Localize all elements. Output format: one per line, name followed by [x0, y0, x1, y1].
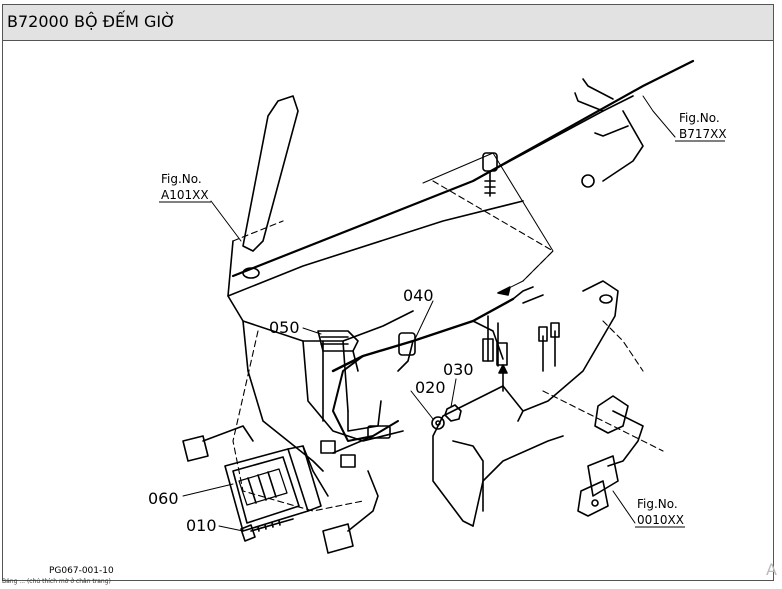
nut-030 — [444, 404, 462, 422]
part-label-060[interactable]: 060 — [148, 489, 179, 508]
washer-020 — [431, 416, 445, 430]
parts-diagram: Fig.No. B717XX Fig.No. A101XX Fig.No. 00… — [49, 59, 727, 576]
footer-note: Bảng ... (chú thích mờ ở chân trang) — [2, 578, 111, 585]
fig-ref-b717[interactable]: Fig.No. B717XX — [675, 111, 727, 142]
svg-text:Fig.No.: Fig.No. — [637, 497, 678, 511]
page-title: B72000 BỘ ĐẾM GIỜ — [7, 12, 176, 31]
screw-010 — [240, 518, 294, 542]
svg-text:B717XX: B717XX — [679, 127, 727, 141]
left-connector — [182, 425, 254, 462]
hour-meter-060 — [224, 445, 329, 532]
dashed-guides — [232, 180, 664, 512]
svg-text:A101XX: A101XX — [161, 188, 209, 202]
part-label-020[interactable]: 020 — [415, 378, 446, 397]
fig-ref-leaders — [210, 95, 676, 524]
diagram-frame: B72000 BỘ ĐẾM GIỜ — [2, 4, 774, 581]
part-label-010[interactable]: 010 — [186, 516, 217, 535]
main-frame-bracket — [227, 95, 524, 472]
part-leaders — [182, 300, 457, 532]
svg-text:Fig.No.: Fig.No. — [161, 172, 202, 186]
part-label-050[interactable]: 050 — [269, 318, 300, 337]
drawing-code: PG067-001-10 — [49, 566, 114, 576]
upper-wire-harness — [231, 59, 695, 278]
corner-glyph: A — [766, 560, 777, 579]
right-side-bracket — [432, 280, 619, 527]
lower-connector — [322, 470, 379, 554]
harness-040 — [331, 286, 560, 392]
fig-ref-0010[interactable]: Fig.No. 0010XX — [635, 497, 685, 528]
part-label-030[interactable]: 030 — [443, 360, 474, 379]
svg-text:Fig.No.: Fig.No. — [679, 111, 720, 125]
title-bar: B72000 BỘ ĐẾM GIỜ — [3, 5, 773, 41]
cable-loop — [332, 355, 399, 442]
fig-ref-a101[interactable]: Fig.No. A101XX — [159, 172, 211, 203]
svg-text:0010XX: 0010XX — [637, 513, 684, 527]
part-label-040[interactable]: 040 — [403, 286, 434, 305]
right-harness-grommet — [577, 395, 644, 517]
